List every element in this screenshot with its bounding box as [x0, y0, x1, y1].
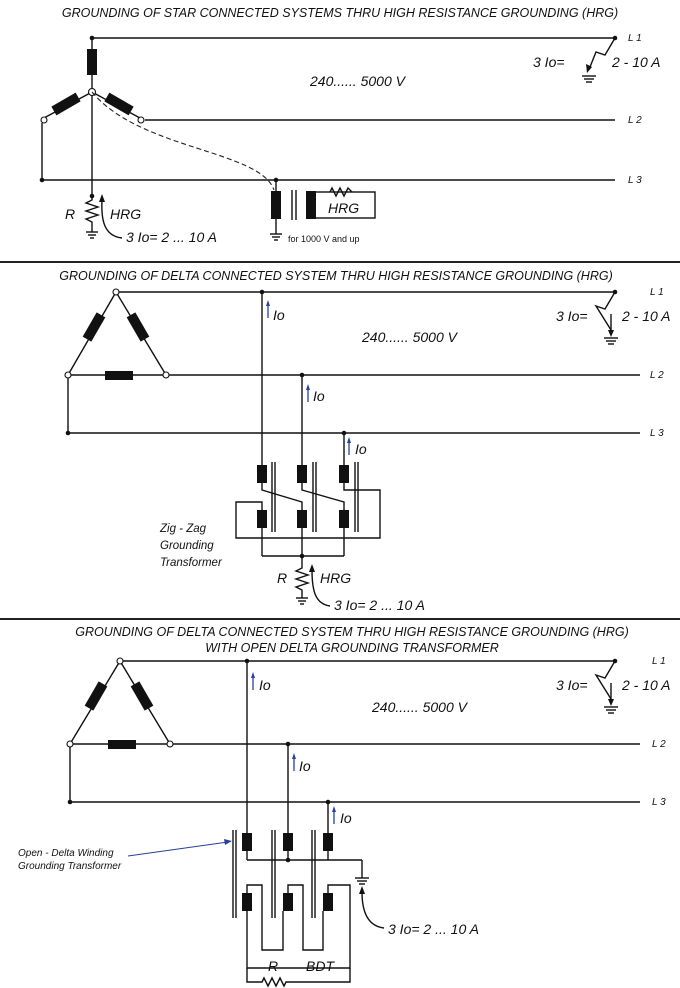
open-delta-transformer	[232, 658, 385, 988]
current-label: 3 Io= 2 ... 10 A	[388, 921, 479, 937]
star-winding	[39, 35, 145, 239]
current-label: 3 Io= 2 ... 10 A	[334, 597, 425, 613]
io-label-l2: Io	[313, 388, 325, 404]
delta-winding	[64, 288, 170, 436]
label-l2: L 2	[652, 739, 666, 750]
note-1000v: for 1000 V and up	[288, 234, 360, 244]
open-delta-label-line2: Grounding Transformer	[18, 861, 122, 872]
label-l3: L 3	[652, 797, 666, 808]
neutral-resistor	[83, 196, 101, 232]
panel-delta-open-delta: GROUNDING OF DELTA CONNECTED SYSTEM THRU…	[18, 625, 671, 988]
panel3-title-line2: WITH OPEN DELTA GROUNDING TRANSFORMER	[205, 641, 499, 655]
fault-symbol	[582, 35, 618, 83]
voltage-label: 240...... 5000 V	[371, 699, 469, 715]
voltage-label: 240...... 5000 V	[309, 73, 407, 89]
zigzag-label-line1: Zig - Zag	[159, 523, 207, 535]
io-label-l1: Io	[259, 677, 271, 693]
hrg-label: HRG	[320, 570, 351, 586]
label-l2: L 2	[650, 370, 664, 381]
hrg-transformer-option	[270, 177, 376, 241]
hrg-box-label: HRG	[328, 200, 359, 216]
label-l2: L 2	[628, 115, 642, 126]
label-l1: L 1	[650, 287, 664, 298]
r-label: R	[277, 570, 287, 586]
fault-symbol	[594, 658, 618, 714]
io-arrows	[127, 672, 336, 857]
voltage-label: 240...... 5000 V	[361, 329, 459, 345]
zigzag-label-line3: Transformer	[160, 557, 223, 569]
io-label-l2: Io	[299, 758, 311, 774]
io-label-l3: Io	[340, 810, 352, 826]
label-l3: L 3	[628, 175, 642, 186]
fault-current: 3 Io=	[533, 54, 565, 70]
panel1-title: GROUNDING OF STAR CONNECTED SYSTEMS THRU…	[62, 6, 618, 20]
panel2-title: GROUNDING OF DELTA CONNECTED SYSTEM THRU…	[59, 269, 613, 283]
io-label-l3: Io	[355, 441, 367, 457]
fault-current: 3 Io=	[556, 677, 588, 693]
r-label: R	[65, 206, 75, 222]
panel-star-hrg: GROUNDING OF STAR CONNECTED SYSTEMS THRU…	[39, 6, 661, 245]
current-label: 3 Io= 2 ... 10 A	[126, 229, 217, 245]
io-arrows	[266, 300, 351, 455]
fault-current: 3 Io=	[556, 308, 588, 324]
r-label: R	[268, 958, 278, 974]
label-l1: L 1	[652, 656, 666, 667]
io-label-l1: Io	[273, 307, 285, 323]
label-l3: L 3	[650, 428, 664, 439]
zigzag-label-line2: Grounding	[160, 540, 214, 552]
label-l1: L 1	[628, 33, 642, 44]
panel3-title-line1: GROUNDING OF DELTA CONNECTED SYSTEM THRU…	[75, 625, 629, 639]
bdt-label: BDT	[306, 958, 335, 974]
open-delta-label-line1: Open - Delta Winding	[18, 848, 114, 859]
fault-symbol	[594, 289, 618, 345]
fault-range: 2 - 10 A	[611, 54, 661, 70]
delta-winding	[66, 657, 174, 805]
zigzag-transformer	[235, 289, 381, 607]
fault-range: 2 - 10 A	[621, 308, 671, 324]
panel-delta-zigzag: GROUNDING OF DELTA CONNECTED SYSTEM THRU…	[59, 269, 670, 613]
fault-range: 2 - 10 A	[621, 677, 671, 693]
dashed-connection	[91, 91, 275, 191]
hrg-label: HRG	[110, 206, 141, 222]
